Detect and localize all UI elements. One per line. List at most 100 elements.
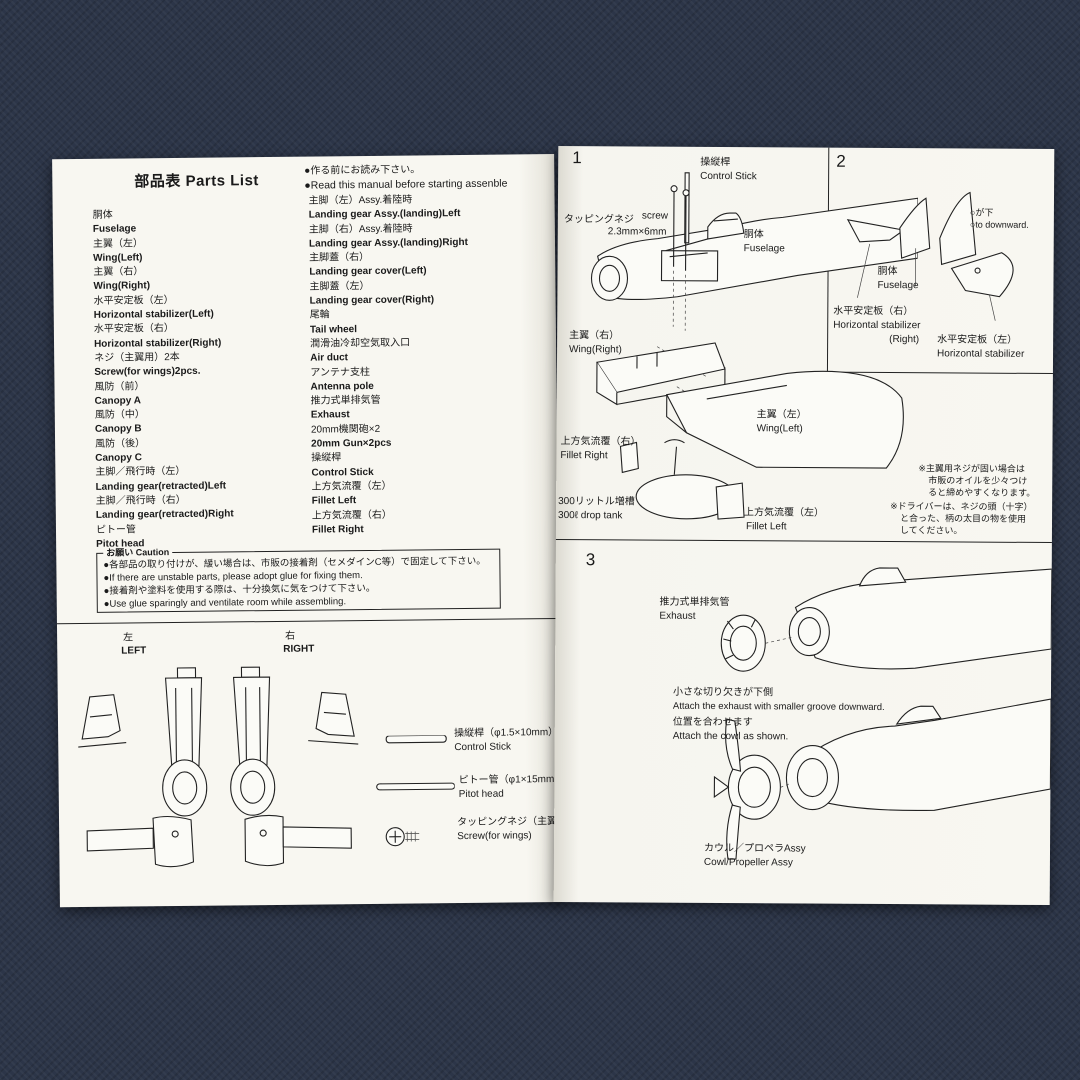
caution-line-4: ●Use glue sparingly and ventilate room w… <box>103 596 347 610</box>
tail-fin-drawing <box>899 191 977 266</box>
step1-wing-right-en: Wing(Right) <box>569 344 622 356</box>
part-name-en: Landing gear(retracted)Left <box>95 480 227 493</box>
step1-fuselage-en: Fuselage <box>743 243 785 255</box>
part-name-en: Wing(Left) <box>93 252 143 264</box>
step3-groove-en: Attach the exhaust with smaller groove d… <box>672 700 885 714</box>
step3-cowl-jp: カウル／プロペラAssy <box>703 842 806 855</box>
step2-tail-drawing <box>846 191 1014 321</box>
step2-stab-right-jp: 水平安定板（右） <box>833 305 914 318</box>
part-name-jp: 主翼（右） <box>93 266 144 279</box>
step2-stab-right-en2: (Right) <box>889 334 920 346</box>
step1-wing-left-en: Wing(Left) <box>756 423 803 435</box>
step2-down-en: ○to downward. <box>969 219 1029 230</box>
section-divider <box>56 617 559 625</box>
part-name-en: Fillet Right <box>311 523 364 536</box>
part-name-en: Canopy B <box>94 423 142 436</box>
step1-fillet-right-en: Fillet Right <box>560 450 608 462</box>
gear-cover-right-drawing <box>308 691 359 745</box>
part-name-jp: 水平安定板（左） <box>93 294 174 307</box>
pitot-head-part-drawing <box>376 782 456 791</box>
caution-heading: お願い Caution <box>103 546 173 559</box>
step1-note1-line2: 市販のオイルを少々つけ <box>928 475 1028 486</box>
step3-divider <box>555 538 1052 544</box>
part-name-jp: 主脚／飛行時（右） <box>95 494 186 507</box>
step3-groove-jp: 小さな切り欠きが下側 <box>672 686 774 699</box>
part-name-jp: 主翼（左） <box>92 237 144 250</box>
step1-fuselage-jp: 胴体 <box>743 229 764 241</box>
step2-down-jp: ○が下 <box>969 207 994 218</box>
step1-fillet-right-jp: 上方気流覆（右） <box>560 436 641 448</box>
part-name-jp: 水平安定板（右） <box>93 323 174 336</box>
landing-gear-drawings <box>78 666 359 868</box>
step1-screw-size: 2.3mm×6mm <box>607 226 667 238</box>
fuselage-lower-drawing <box>803 698 1052 812</box>
part-name-en: Fuselage <box>92 223 137 236</box>
step1-fillet-left-en: Fillet Left <box>745 521 787 533</box>
step3-cowl-en: Cowl/Propeller Assy <box>703 856 793 869</box>
parts-list-title: 部品表 Parts List <box>134 172 259 191</box>
part-name-jp: 風防（中） <box>94 409 145 422</box>
cowl-exhaust-assembled-drawing <box>785 745 840 811</box>
stabilizer-left-drawing <box>950 252 1014 298</box>
step3-exhaust-en: Exhaust <box>659 610 696 622</box>
step1-assembly-drawing <box>590 172 919 520</box>
small-part-2-en: Pitot head <box>458 788 504 801</box>
step2-fuselage-jp: 胴体 <box>877 265 898 278</box>
part-name-jp: ネジ（主翼用）2本 <box>94 351 180 364</box>
gear-strut-left-drawing <box>162 667 208 817</box>
gear-door-right-drawing <box>244 814 352 867</box>
part-name-jp: ピトー管 <box>95 523 137 536</box>
caution-line-1: ●各部品の取り付けが、緩い場合は、市販の接着剤（セメダインC等）で固定して下さい… <box>103 555 486 571</box>
gear-strut-right-drawing <box>230 666 276 816</box>
part-name-en: Canopy C <box>95 452 142 464</box>
fillet-left-drawing <box>715 482 745 520</box>
part-name-en: Landing gear Assy.(landing)Right <box>308 236 468 250</box>
small-parts-drawings <box>376 735 456 847</box>
exhaust-ring-drawing <box>720 614 766 672</box>
part-name-en: Canopy A <box>94 395 142 407</box>
step1-fillet-left-jp: 上方気流覆（左） <box>744 507 825 519</box>
step2-stab-left-en: Horizontal stabilizer <box>937 348 1025 360</box>
wing-left-drawing <box>665 370 904 469</box>
part-name-jp: 風防（後） <box>95 438 146 450</box>
step3-cowl-drawing <box>713 567 1052 860</box>
step3-exhaust-jp: 推力式単排気管 <box>659 596 730 609</box>
screws-drawing <box>670 185 690 271</box>
part-name-jp: 胴体 <box>92 209 113 221</box>
propeller-assy-drawing <box>713 718 781 860</box>
small-part-2-jp: ピトー管（φ1×15mm） <box>458 773 565 787</box>
step2-fuselage-en: Fuselage <box>877 279 919 292</box>
step1-note1-line1: ※主翼用ネジが固い場合は <box>918 463 1025 474</box>
step2-number: 2 <box>836 151 846 171</box>
fuselage-drawing <box>590 197 919 301</box>
step1-control-stick-en: Control Stick <box>700 170 757 183</box>
fillet-right-drawing <box>619 441 639 474</box>
part-name-jp: 風防（前） <box>94 380 145 393</box>
small-part-1-jp: 操縦桿（φ1.5×10mm） <box>454 727 559 740</box>
read-notice-jp: ●作る前にお読み下さい。 <box>304 164 421 177</box>
small-part-1-en: Control Stick <box>454 741 512 754</box>
step1-note2-line3: してください。 <box>899 525 963 536</box>
step1-wing-left-jp: 主翼（左） <box>756 409 807 421</box>
right-page: 1 <box>553 146 1055 906</box>
step2-stab-right-en: Horizontal stabilizer <box>833 319 921 332</box>
step1-note2-line2: と合った、柄の太目の物を使用 <box>900 513 1027 524</box>
part-name-en: Horizontal stabilizer(Left) <box>93 308 214 321</box>
step1-note1-line3: ると締めやすくなります。 <box>928 487 1036 498</box>
part-name-en: Screw(for wings)2pcs. <box>94 366 201 379</box>
small-part-3-en: Screw(for wings) <box>457 830 532 843</box>
control-stick-part-drawing <box>385 735 447 744</box>
step1-screw-en: screw <box>641 210 669 222</box>
step3-align-en: Attach the cowl as shown. <box>672 730 789 743</box>
part-name-jp: 主脚／飛行時（左） <box>95 466 186 479</box>
gear-cover-left-drawing <box>78 694 127 748</box>
gear-door-left-drawing <box>86 815 195 868</box>
stabilizer-right-drawing <box>846 219 906 243</box>
step2-stab-left-jp: 水平安定板（左） <box>937 334 1018 346</box>
fuselage-upper-drawing <box>788 567 1052 670</box>
step1-drop-tank-en: 300ℓ drop tank <box>558 510 623 522</box>
step1-wing-right-jp: 主翼（右） <box>569 330 620 342</box>
